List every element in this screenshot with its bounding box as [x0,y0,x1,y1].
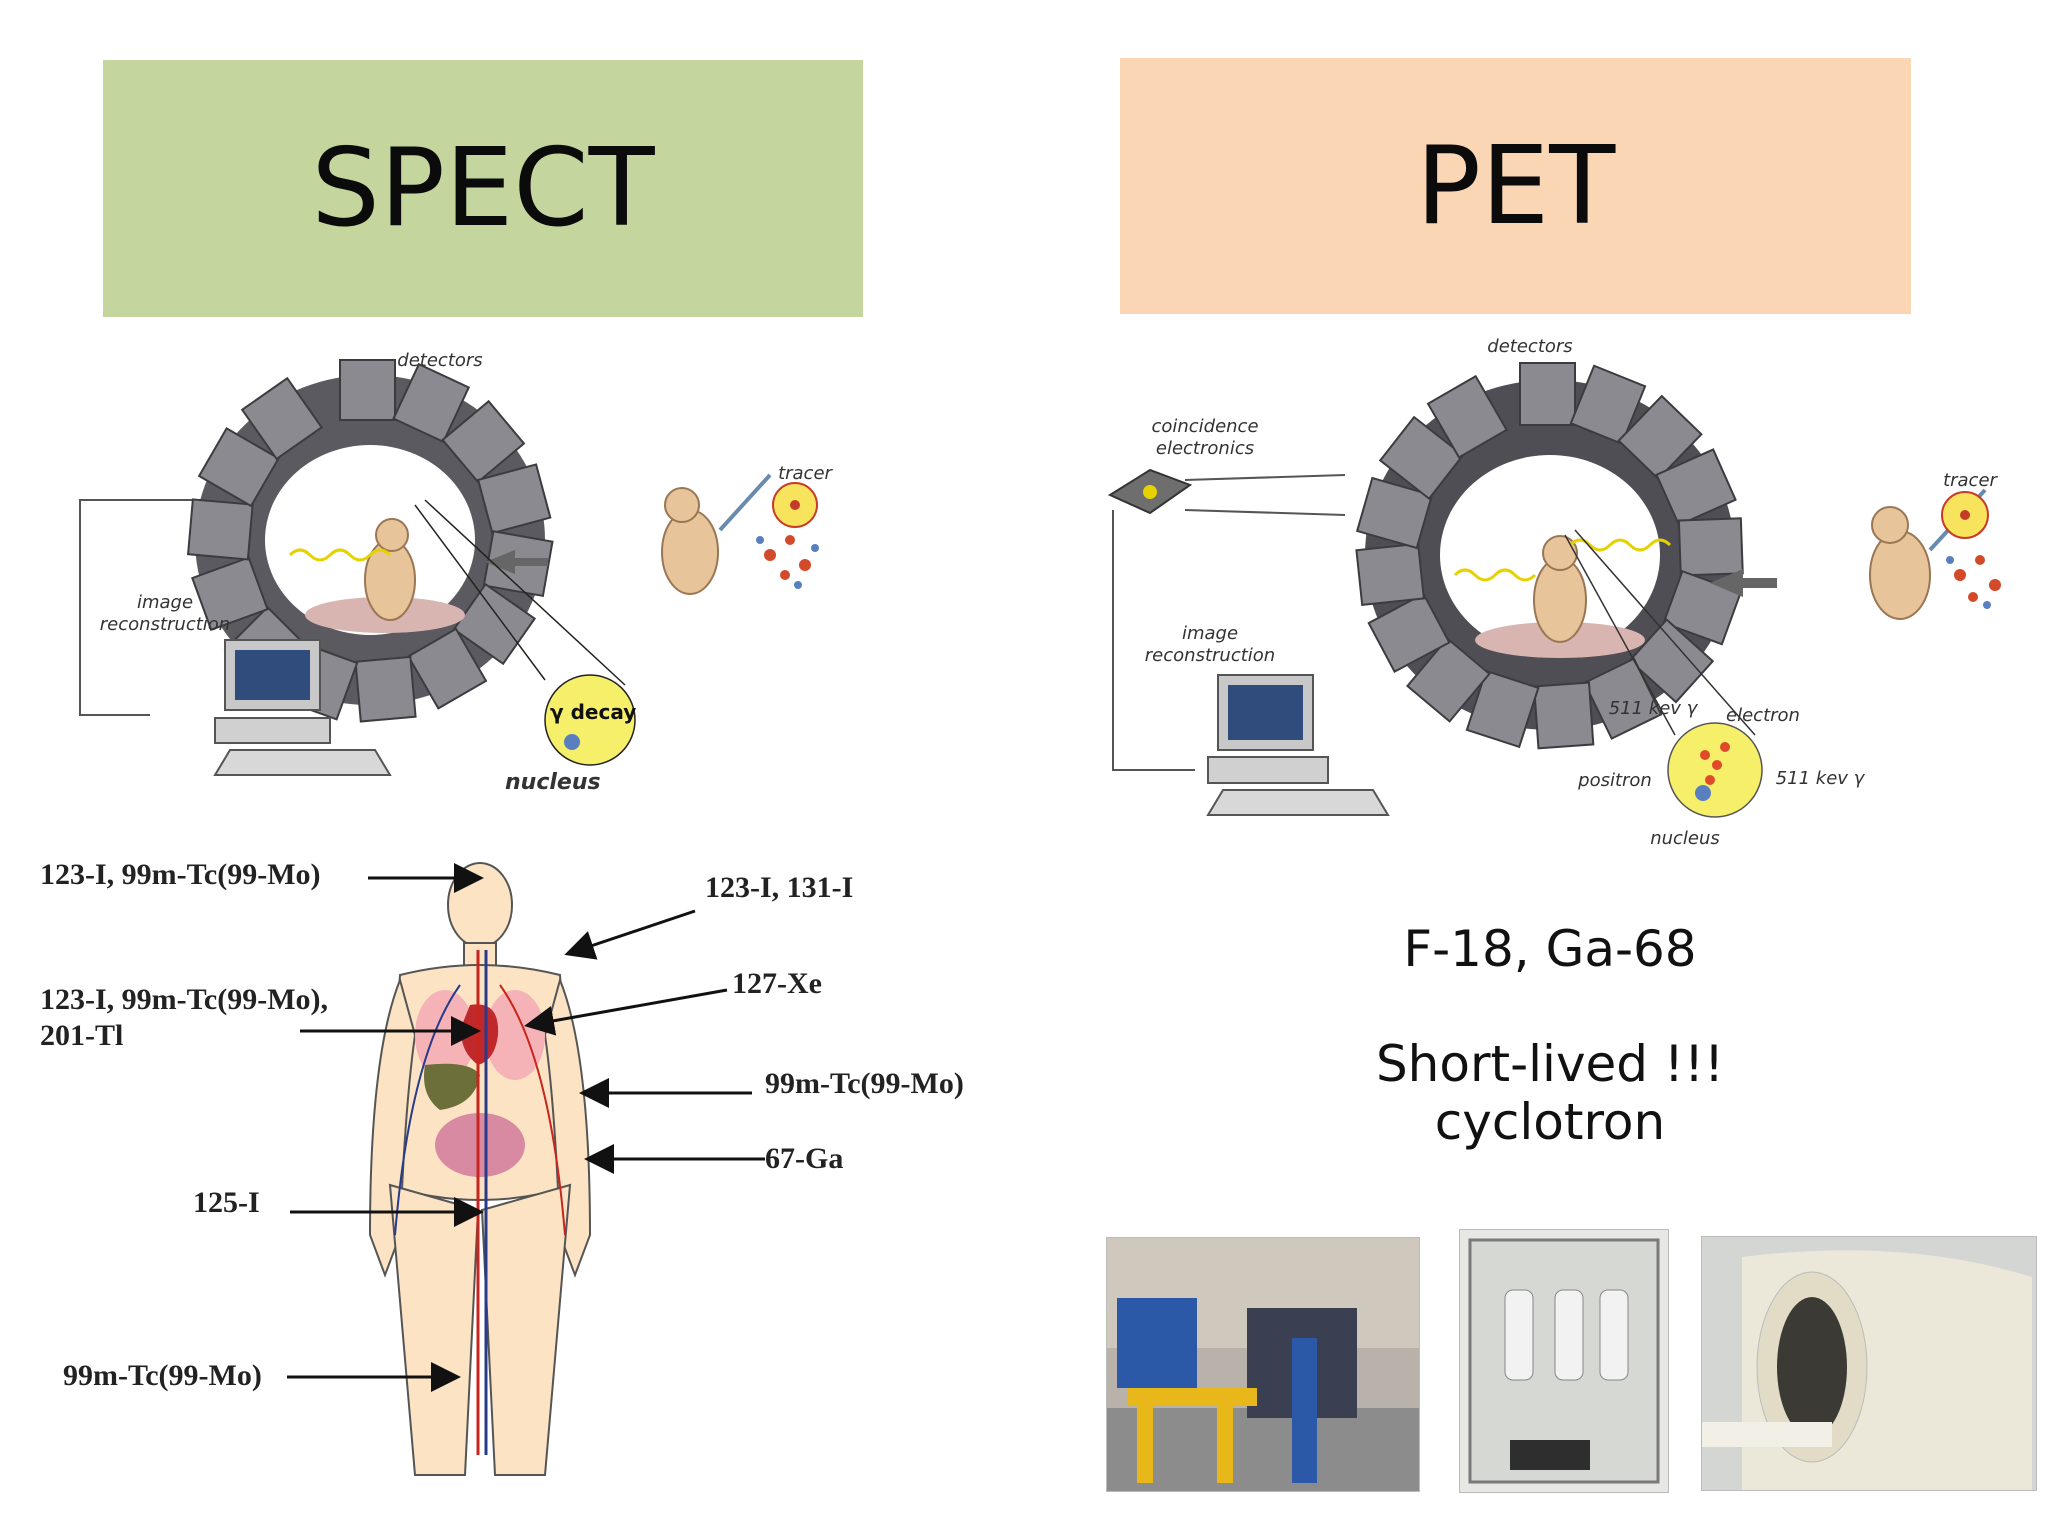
pet-scanner-diagram [1105,335,2005,855]
label-lungs: 127-Xe [732,967,822,1000]
pet-detectors-label: detectors [1487,336,1573,357]
pet-nucleus-label: nucleus [1650,828,1720,849]
label-heart-line1: 123-I, 99m-Tc(99-Mo), [40,983,329,1016]
pet-tracer-label: tracer [1943,470,1997,491]
spect-scanner-illustration [79,359,819,776]
spect-detectors-label: detectors [397,350,483,371]
pet-image-reconstruction-label: image reconstruction [1144,623,1276,666]
label-heart-line2: 201-Tl [40,1019,124,1052]
spect-image-reconstruction-label: image reconstruction [99,592,231,635]
pet-title: PET [1415,123,1616,249]
spect-nucleus-label: nucleus [505,770,601,795]
pet-scanner-photo [1701,1236,2037,1491]
pet-511kev-top-label: 511 kev γ [1608,698,1698,719]
spect-scanner-diagram [70,340,870,810]
target-system-photo [1459,1229,1669,1493]
pet-coincidence-electronics-label: coincidence electronics [1151,416,1259,459]
spect-title-banner: SPECT [103,60,863,317]
pet-short-lived-note: Short-lived !!! [1375,1035,1725,1093]
pet-511kev-right-label: 511 kev γ [1775,768,1865,789]
pet-scanner-illustration [1107,362,2001,818]
pet-positron-label: positron [1578,770,1652,791]
spect-gamma-decay-label: γ decay [550,700,637,724]
pet-isotopes: F-18, Ga-68 [1403,920,1697,978]
label-arm: 99m-Tc(99-Mo) [765,1067,964,1100]
label-bladder: 125-I [193,1186,260,1219]
cyclotron-photo [1106,1237,1420,1492]
pet-electron-label: electron [1726,705,1800,726]
spect-tracer-label: tracer [778,463,832,484]
pet-title-banner: PET [1120,58,1911,314]
label-abdomen: 67-Ga [765,1142,844,1175]
label-head: 123-I, 99m-Tc(99-Mo) [40,858,321,891]
spect-title: SPECT [311,126,655,251]
label-leg: 99m-Tc(99-Mo) [63,1359,262,1392]
body-label-arrows [287,863,765,1392]
pet-cyclotron-note: cyclotron [1434,1093,1666,1151]
label-thyroid: 123-I, 131-I [705,871,854,904]
